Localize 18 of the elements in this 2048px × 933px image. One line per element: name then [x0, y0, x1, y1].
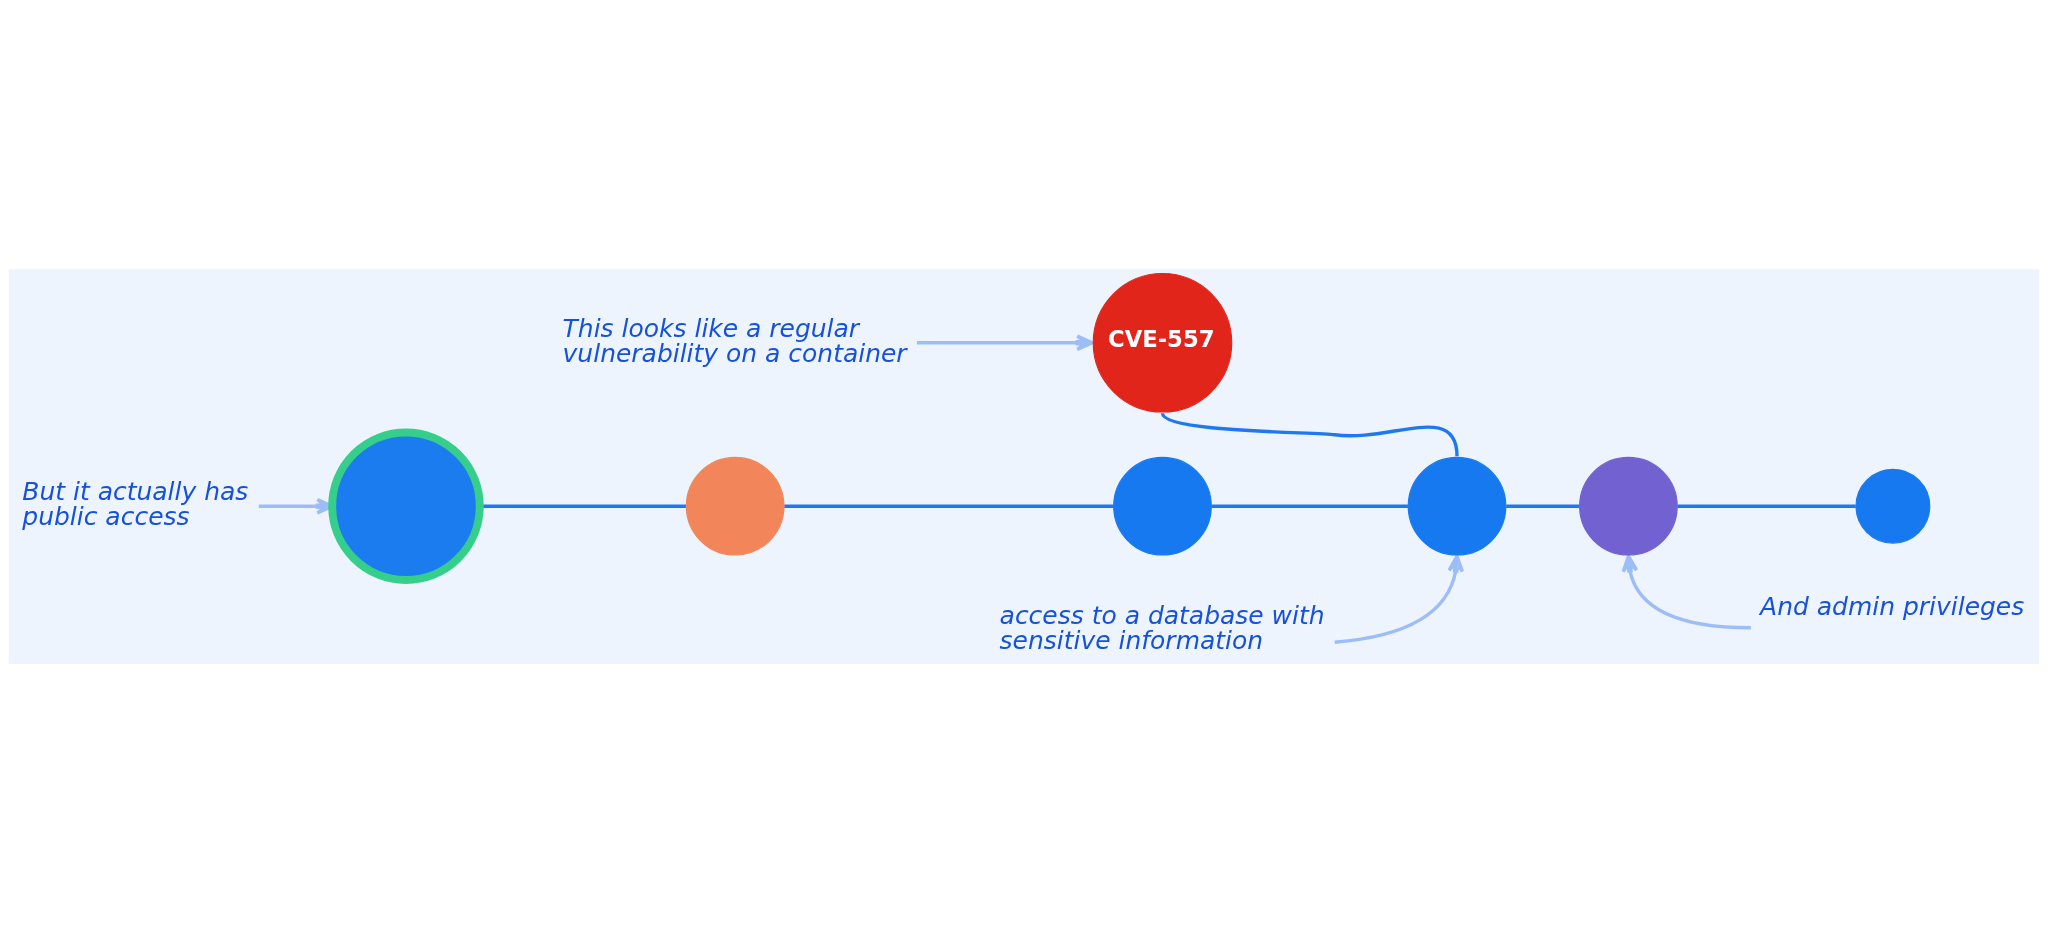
node-circle: CVE-557 [1092, 272, 1233, 413]
arrow [1621, 554, 1751, 630]
node-circle [1113, 456, 1212, 556]
arrow [916, 334, 1094, 352]
arrow [1334, 554, 1465, 644]
connector [1677, 504, 1856, 508]
node-text: But it actually has public access [22, 477, 249, 532]
connector [784, 504, 1114, 508]
node-circle [1855, 468, 1931, 544]
node-circle [1579, 456, 1678, 556]
node-text: access to a database with sensitive information [999, 600, 1325, 655]
connector [1506, 504, 1580, 508]
node-text: This looks like a regular vulnerability on a container [562, 313, 907, 368]
node-text: And admin privileges [1760, 591, 2025, 621]
connector [1211, 504, 1408, 508]
node-circle [1407, 456, 1507, 556]
node-circle [328, 428, 484, 584]
node-circle [685, 456, 785, 556]
